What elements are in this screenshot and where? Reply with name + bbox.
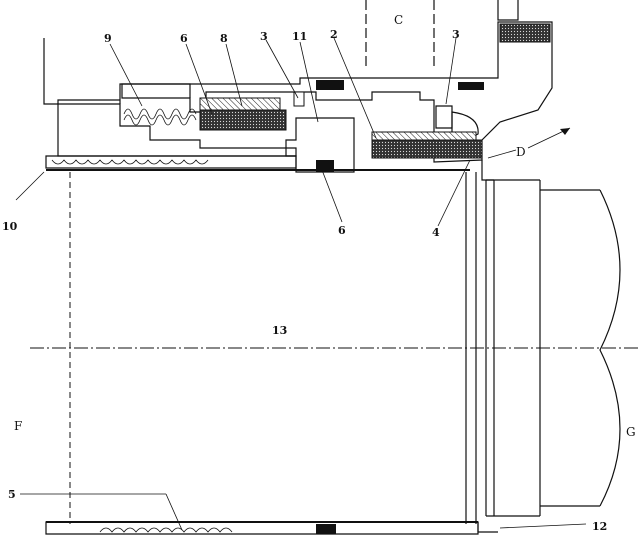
label-C: C bbox=[394, 13, 403, 27]
callout-labels: 9 6 8 3 11 2 C 3 D 10 6 4 13 F G 5 12 bbox=[2, 13, 636, 533]
label-13: 13 bbox=[272, 324, 287, 337]
label-4: 4 bbox=[432, 226, 440, 239]
label-6-top: 6 bbox=[180, 32, 188, 45]
label-3-left: 3 bbox=[260, 30, 268, 43]
label-2: 2 bbox=[330, 28, 338, 41]
leader-lines bbox=[15, 37, 587, 531]
secondary-seal-ring bbox=[371, 131, 483, 159]
label-9: 9 bbox=[104, 32, 112, 45]
shaft-sleeve-top bbox=[45, 155, 470, 171]
label-8: 8 bbox=[220, 32, 228, 45]
primary-seal-ring bbox=[199, 97, 287, 131]
shaft-sleeve-bottom bbox=[45, 521, 479, 535]
label-G: G bbox=[626, 425, 636, 439]
label-11: 11 bbox=[292, 30, 307, 43]
label-12: 12 bbox=[592, 520, 607, 533]
shaft-body bbox=[69, 160, 621, 533]
label-F: F bbox=[14, 419, 22, 433]
label-6-bottom: 6 bbox=[338, 224, 346, 237]
housing-wall bbox=[43, 0, 519, 105]
label-10: 10 bbox=[2, 220, 18, 233]
label-5: 5 bbox=[8, 488, 16, 501]
spring-coil bbox=[123, 108, 197, 126]
label-3-right: 3 bbox=[452, 28, 460, 41]
label-D: D bbox=[516, 145, 526, 159]
